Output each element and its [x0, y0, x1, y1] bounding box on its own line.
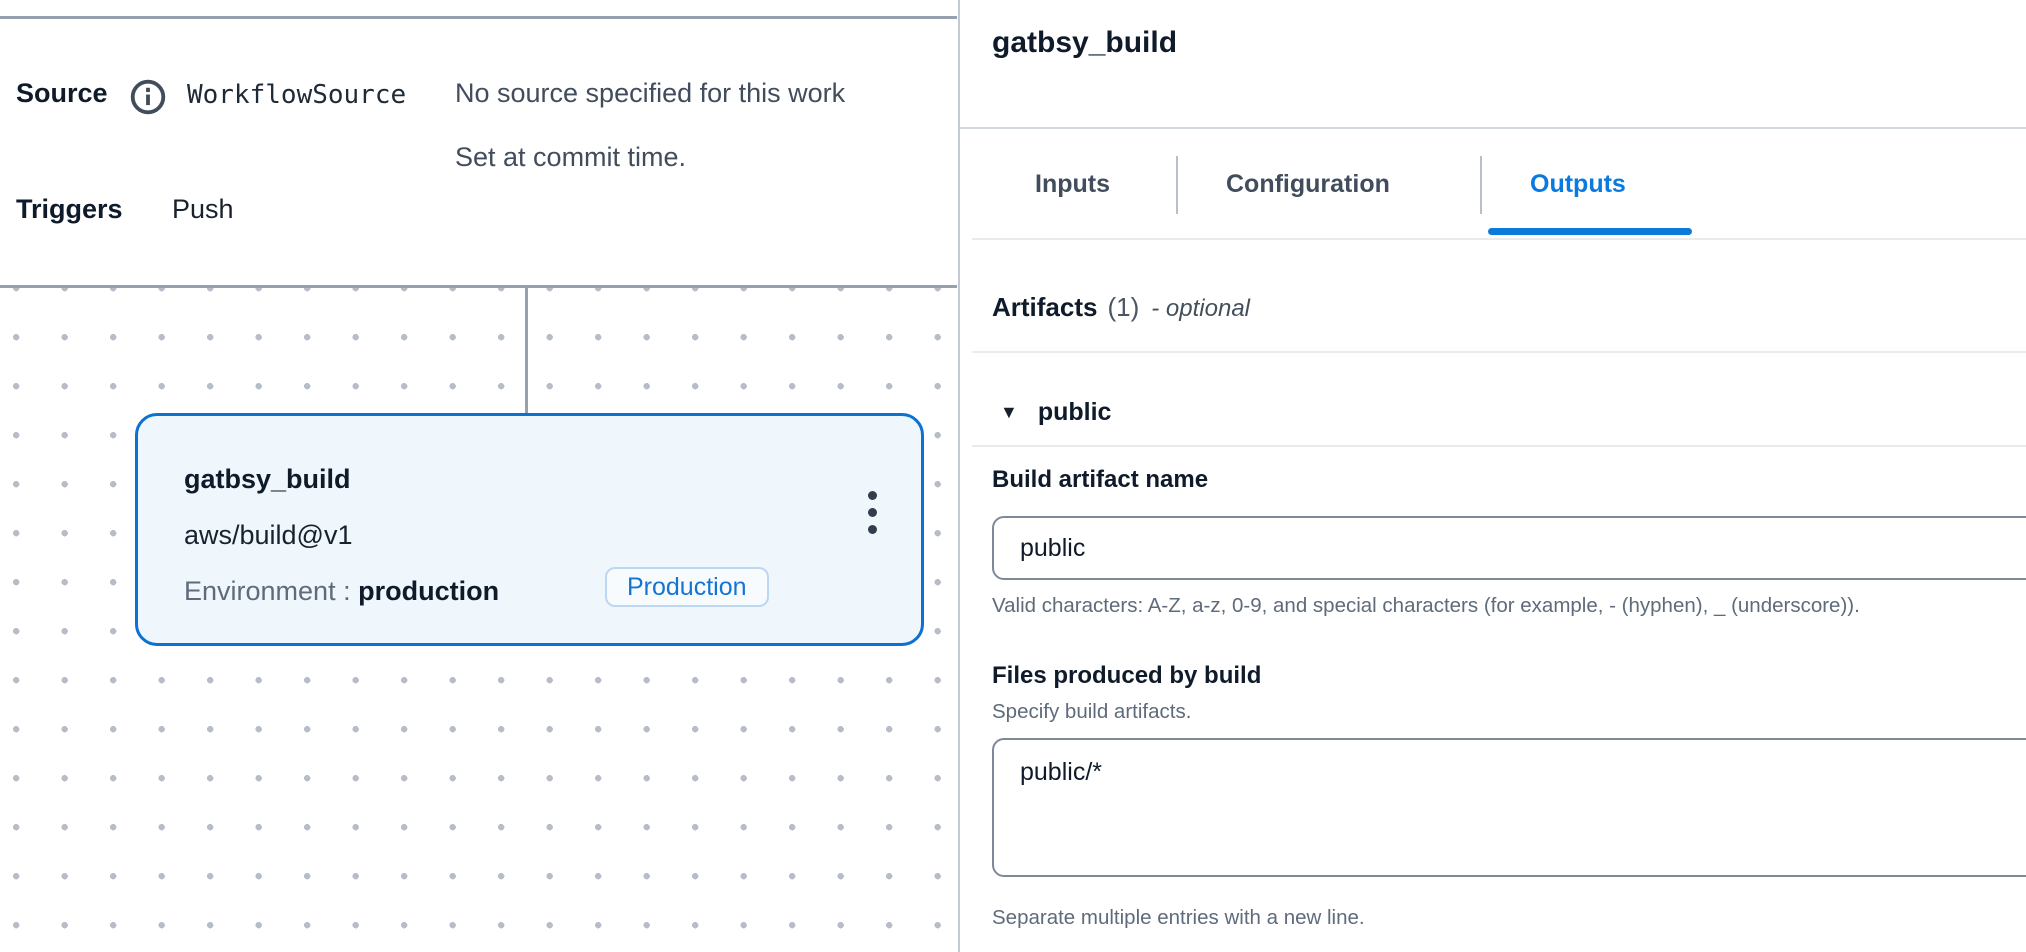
tab-configuration[interactable]: Configuration	[1226, 170, 1390, 198]
source-note-line2: Set at commit time.	[455, 142, 687, 172]
source-name: WorkflowSource	[187, 80, 407, 110]
source-label: Source	[16, 78, 108, 108]
tab-separator	[1176, 156, 1178, 214]
action-detail-panel: gatbsy_build Inputs Configuration Output…	[958, 0, 2026, 952]
workflow-canvas-column: Source WorkflowSource No source specifie…	[0, 0, 957, 952]
tab-outputs[interactable]: Outputs	[1530, 170, 1626, 198]
node-environment-value: production	[358, 576, 500, 606]
panel-title-divider	[960, 127, 2026, 129]
triggers-label: Triggers	[16, 194, 123, 224]
active-tab-underline	[1488, 228, 1692, 235]
files-produced-textarea[interactable]: public/*	[992, 738, 2026, 877]
tabs-divider	[972, 238, 2026, 240]
canvas-divider	[0, 285, 957, 288]
artifacts-count: (1)	[1107, 292, 1140, 322]
node-kebab-menu-icon[interactable]	[852, 488, 892, 544]
section-divider	[972, 351, 2026, 353]
artifacts-optional-note: - optional	[1151, 295, 1250, 322]
action-node-gatbsy-build[interactable]: gatbsy_build aws/build@v1 Environment : …	[135, 413, 924, 646]
node-title: gatbsy_build	[184, 464, 351, 494]
files-produced-help: Separate multiple entries with a new lin…	[992, 906, 1365, 929]
section-divider	[972, 445, 2026, 447]
artifact-expander-public[interactable]: ▼ public	[1000, 398, 1111, 427]
canvas-top-border	[0, 16, 957, 19]
source-note-line1: No source specified for this work	[455, 78, 846, 108]
artifacts-heading-text: Artifacts	[992, 292, 1098, 322]
build-artifact-name-input[interactable]	[992, 516, 2026, 580]
workflow-graph-canvas[interactable]: gatbsy_build aws/build@v1 Environment : …	[0, 288, 957, 952]
panel-title: gatbsy_build	[992, 26, 1178, 59]
node-environment-label: Environment :	[184, 576, 351, 606]
node-connector-line	[525, 288, 528, 413]
node-action-id: aws/build@v1	[184, 520, 353, 550]
files-produced-label: Files produced by build	[992, 662, 1262, 689]
node-environment: Environment : production	[184, 576, 499, 607]
caret-down-icon: ▼	[1000, 402, 1018, 422]
environment-badge: Production	[605, 567, 769, 607]
build-artifact-name-help: Valid characters: A-Z, a-z, 0-9, and spe…	[992, 594, 1860, 617]
files-produced-description: Specify build artifacts.	[992, 700, 1192, 723]
artifact-name-header: public	[1037, 398, 1112, 426]
tab-separator	[1480, 156, 1482, 214]
tab-inputs[interactable]: Inputs	[1035, 170, 1110, 198]
triggers-value: Push	[172, 194, 234, 224]
build-artifact-name-label: Build artifact name	[992, 466, 1209, 493]
info-icon[interactable]	[130, 79, 166, 115]
artifacts-heading: Artifacts (1) - optional	[992, 292, 1250, 323]
info-circle-icon	[130, 79, 166, 115]
